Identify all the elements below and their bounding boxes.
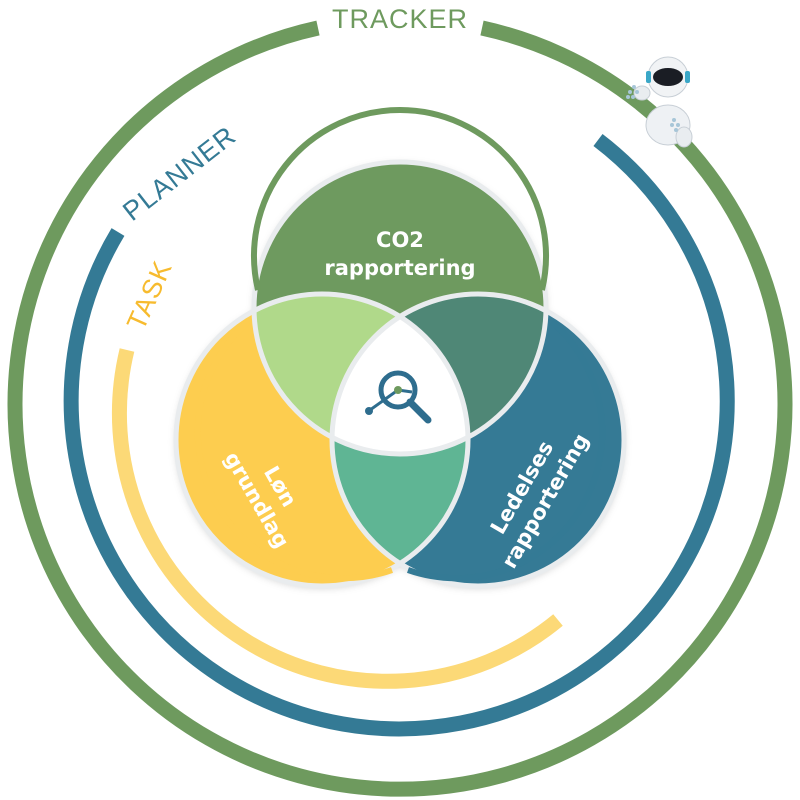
venn-outer-edges	[194, 107, 606, 582]
planner-ring	[63, 134, 735, 737]
venn-label-top-line2: rapportering	[324, 256, 475, 280]
task-label: TASK	[121, 256, 178, 334]
magnifier-analytics-icon[interactable]	[365, 370, 432, 424]
venn-center	[332, 294, 468, 454]
tracker-label: TRACKER	[332, 4, 468, 34]
venn-outlines	[173, 159, 627, 589]
tracker-ring	[7, 20, 793, 797]
venn-label-top-line1: CO2	[376, 228, 424, 252]
task-ring	[111, 348, 563, 689]
robot-icon	[626, 56, 693, 148]
planner-label: PLANNER	[117, 120, 241, 226]
